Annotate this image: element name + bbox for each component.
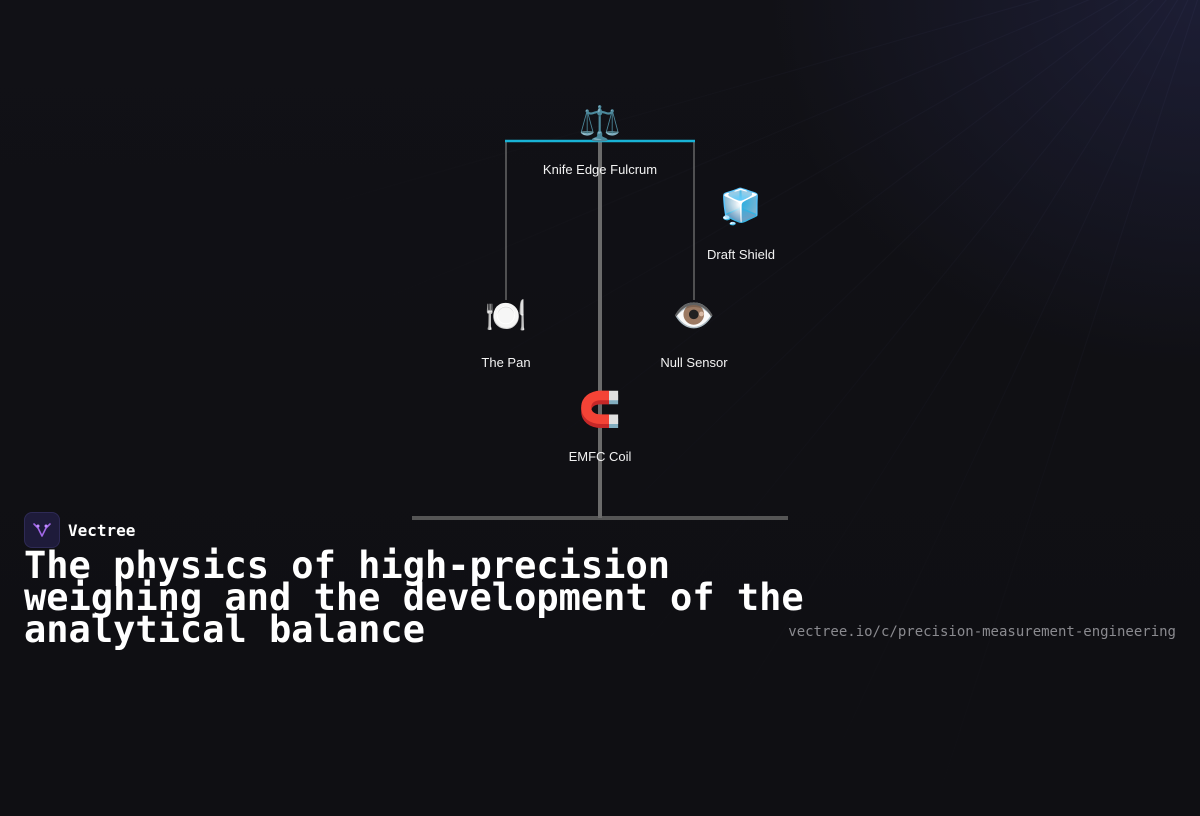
node-label-draft-shield: Draft Shield <box>707 247 775 262</box>
node-label-null-sensor: Null Sensor <box>660 355 728 370</box>
node-label-emfc-coil: EMFC Coil <box>568 449 632 464</box>
vectree-logo-icon <box>24 512 60 548</box>
brand-name: Vectree <box>68 520 136 540</box>
brand: Vectree <box>24 512 135 548</box>
eye-icon: 👁️ <box>672 297 716 335</box>
plate-cutlery-icon: 🍽️ <box>484 297 528 335</box>
ice-cube-icon: 🧊 <box>719 188 763 226</box>
magnet-icon: 🧲 <box>578 391 622 429</box>
page-title: The physics of high-precision weighing a… <box>24 544 804 651</box>
source-url[interactable]: vectree.io/c/precision-measurement-engin… <box>788 624 1176 640</box>
node-label-fulcrum: Knife Edge Fulcrum <box>542 162 658 177</box>
node-label-pan: The Pan <box>481 355 531 370</box>
balance-scale-icon: ⚖️ <box>578 105 622 143</box>
balance-diagram <box>412 139 788 520</box>
